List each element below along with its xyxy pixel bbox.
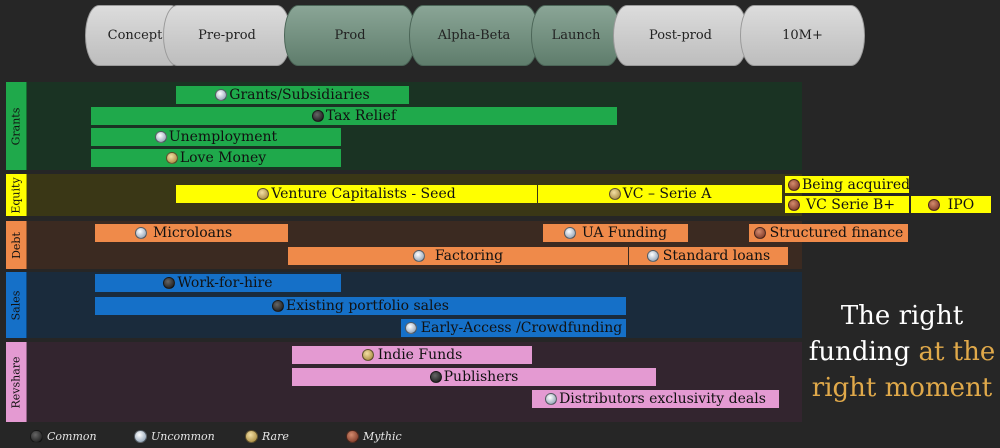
lane-label-grants: Grants bbox=[6, 82, 27, 170]
stage-label: Launch bbox=[551, 28, 601, 43]
rare-coin-icon bbox=[608, 188, 621, 200]
uncommon-coin-icon bbox=[412, 250, 425, 262]
bar-factoring: Factoring bbox=[288, 247, 628, 265]
mythic-coin-icon bbox=[788, 198, 800, 211]
rare-coin-icon bbox=[257, 188, 270, 200]
tagline-line-3: right moment bbox=[811, 373, 993, 403]
bar-standard-loans: Standard loans bbox=[628, 247, 788, 265]
stage-label: Alpha-Beta bbox=[437, 28, 511, 43]
stage-prod: Prod bbox=[284, 5, 416, 66]
stage-10m-plus: 10M+ bbox=[740, 5, 865, 66]
bar-love-money: Love Money bbox=[91, 149, 341, 167]
bar-vc-serie-b-plus: VC Serie B+ bbox=[785, 196, 909, 213]
bar-ua-funding: UA Funding bbox=[543, 224, 688, 242]
uncommon-coin-icon bbox=[404, 322, 417, 334]
legend-rare: Rare bbox=[245, 428, 289, 444]
mythic-coin-icon bbox=[927, 198, 940, 211]
common-coin-icon bbox=[30, 429, 43, 443]
stage-label: 10M+ bbox=[782, 28, 823, 43]
bar-existing-portfolio-sales: Existing portfolio sales bbox=[95, 297, 626, 315]
bar-tax-relief: Tax Relief bbox=[91, 107, 617, 125]
stage-alpha-beta: Alpha-Beta bbox=[409, 5, 539, 66]
uncommon-coin-icon bbox=[215, 89, 228, 101]
uncommon-coin-icon bbox=[545, 393, 558, 405]
common-coin-icon bbox=[272, 300, 285, 312]
stage-launch: Launch bbox=[531, 5, 621, 66]
legend-common: Common bbox=[30, 428, 97, 444]
bar-indie-funds: Indie Funds bbox=[292, 346, 532, 364]
bar-unemployment: Unemployment bbox=[91, 128, 341, 146]
stage-label: Post-prod bbox=[648, 28, 713, 43]
bar-work-for-hire: Work-for-hire bbox=[95, 274, 341, 292]
lane-label-sales: Sales bbox=[6, 272, 27, 338]
bar-structured-finance: Structured finance bbox=[749, 224, 908, 242]
common-coin-icon bbox=[311, 110, 324, 122]
common-coin-icon bbox=[429, 371, 442, 383]
bar-vc-seed: Venture Capitalists - Seed bbox=[176, 185, 537, 203]
common-coin-icon bbox=[163, 277, 176, 289]
stage-post-prod: Post-prod bbox=[613, 5, 748, 66]
uncommon-coin-icon bbox=[154, 131, 167, 143]
bar-being-acquired: Being acquired bbox=[785, 176, 910, 193]
mythic-coin-icon bbox=[788, 178, 800, 191]
stage-label: Pre-prod bbox=[198, 28, 256, 43]
bar-distributors-exclusivity-deals: Distributors exclusivity deals bbox=[532, 390, 779, 408]
stage-pre-prod: Pre-prod bbox=[163, 5, 291, 66]
bar-publishers: Publishers bbox=[292, 368, 656, 386]
uncommon-coin-icon bbox=[135, 227, 147, 239]
bar-early-access-crowdfunding: Early-Access /Crowdfunding bbox=[401, 319, 626, 337]
legend-uncommon: Uncommon bbox=[134, 428, 215, 444]
rare-coin-icon bbox=[361, 349, 374, 361]
bar-ipo: IPO bbox=[911, 196, 991, 213]
tagline-line-2: funding at the bbox=[808, 337, 996, 367]
lane-label-equity: Equity bbox=[6, 174, 27, 216]
mythic-coin-icon bbox=[753, 227, 766, 239]
tagline: The right funding at the right moment bbox=[808, 298, 996, 406]
bar-vc-serie-a: VC – Serie A bbox=[537, 185, 782, 203]
rare-coin-icon bbox=[165, 152, 178, 164]
stage-label: Concept bbox=[107, 28, 163, 43]
uncommon-coin-icon bbox=[134, 429, 147, 443]
uncommon-coin-icon bbox=[563, 227, 576, 239]
stage-label: Prod bbox=[334, 28, 366, 43]
lane-label-revshare: Revshare bbox=[6, 342, 27, 422]
bar-grants-subsidiaries: Grants/Subsidiaries bbox=[176, 86, 409, 104]
bar-microloans: Microloans bbox=[95, 224, 288, 242]
mythic-coin-icon bbox=[346, 429, 359, 443]
legend-mythic: Mythic bbox=[346, 428, 402, 444]
uncommon-coin-icon bbox=[646, 250, 659, 262]
tagline-line-1: The right bbox=[840, 301, 964, 331]
lane-label-debt: Debt bbox=[6, 221, 27, 269]
rare-coin-icon bbox=[245, 429, 258, 443]
